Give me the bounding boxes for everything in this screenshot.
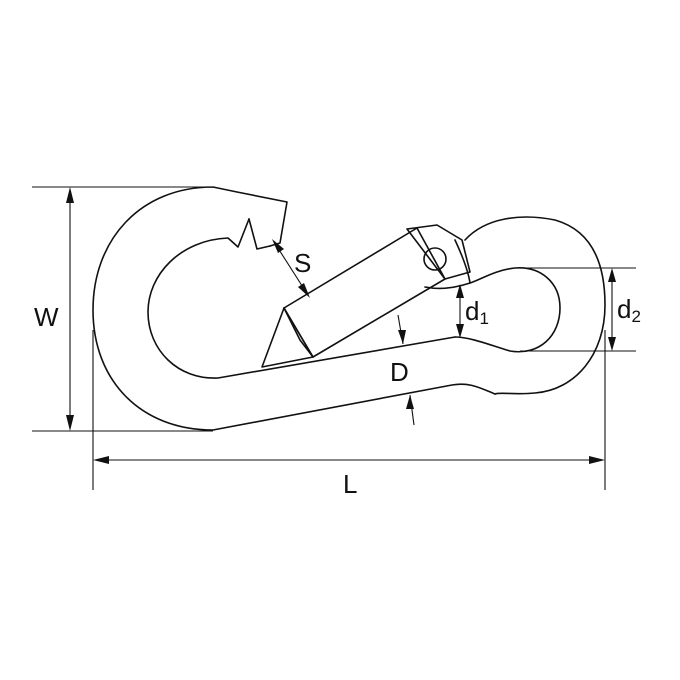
dimension-d: D [390,314,415,426]
eye-inner-outline [454,267,561,353]
dimension-s: S [272,239,311,298]
dimension-d-label: D [390,357,409,387]
dimension-d2: d2 [515,267,641,352]
dimension-w-label: W [34,302,59,332]
dimension-d1: d1 [456,284,489,338]
gate-hinge-block [406,224,471,280]
hook-body [92,186,496,431]
eye-end [424,216,606,395]
hook-nose [248,218,271,250]
dimension-l-label: L [343,469,357,499]
gate-tip [261,307,314,368]
dimension-l: L [92,330,606,499]
dimension-w: W [32,186,213,432]
dimension-d2-label: d2 [617,294,641,326]
dimension-d1-label: d1 [465,296,489,328]
gate-pin [423,247,447,271]
hook-inner-outline [147,218,456,379]
eye-outer-outline [464,216,606,395]
hook-outer-outline [92,186,496,431]
spring-gate [261,224,471,368]
hinge-collar [424,239,471,290]
dimension-s-label: S [294,248,311,278]
